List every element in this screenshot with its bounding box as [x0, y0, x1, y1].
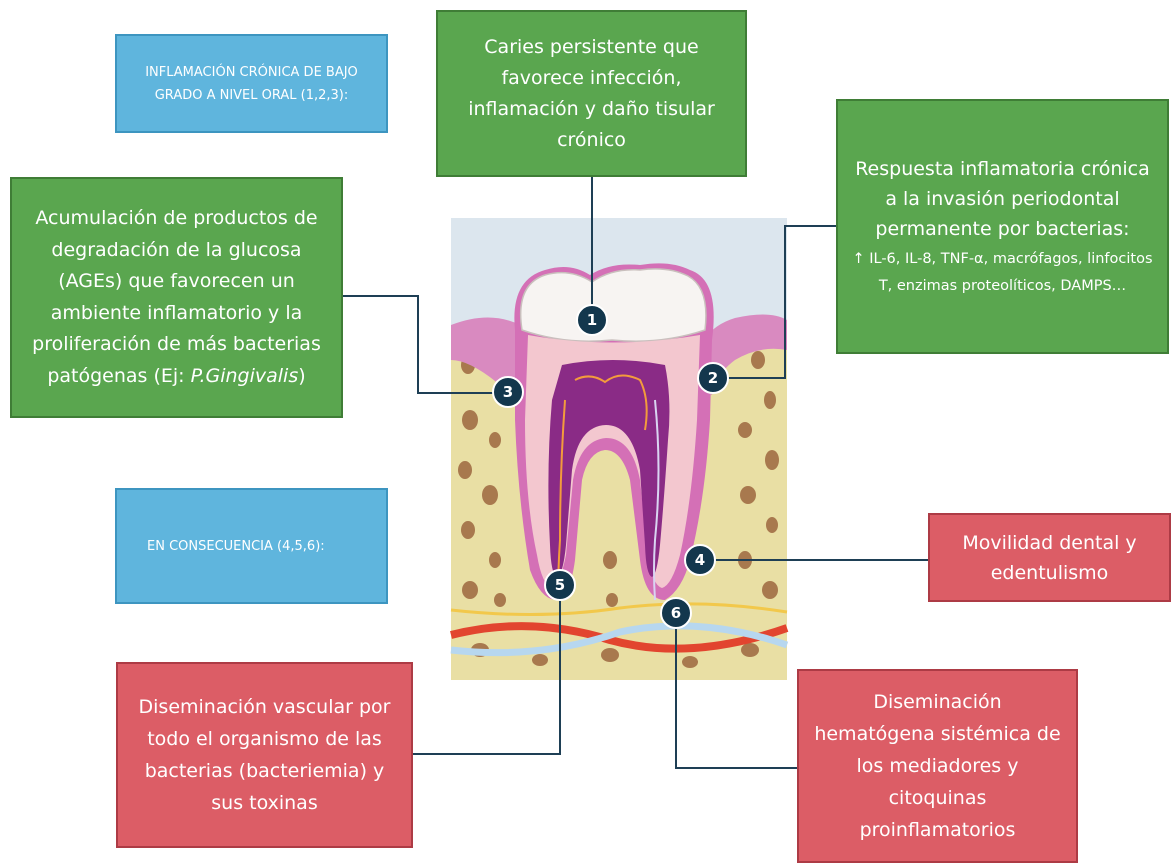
- ages-box: Acumulación de productos de degradación …: [10, 177, 343, 418]
- ages-close: ): [298, 365, 305, 387]
- ages-italic: P.Gingivalis: [191, 365, 299, 387]
- caries-box: Caries persistente que favorece infecció…: [436, 10, 747, 177]
- marker-1: 1: [576, 304, 608, 336]
- tooth-mobility-text: Movilidad dental y edentulismo: [940, 528, 1159, 588]
- marker-3: 3: [492, 376, 524, 408]
- periodontal-response-detail: ↑ IL-6, IL-8, TNF-α, macrófagos, linfoci…: [852, 246, 1153, 300]
- marker-4: 4: [684, 544, 716, 576]
- heading-oral-inflammation: INFLAMACIÓN CRÓNICA DE BAJO GRADO A NIVE…: [115, 34, 388, 133]
- vascular-dissemination-box: Diseminación vascular por todo el organi…: [116, 662, 413, 848]
- periodontal-response-box: Respuesta inflamatoria crónica a la inva…: [836, 99, 1169, 354]
- ages-text: Acumulación de productos de degradación …: [32, 207, 321, 387]
- hematogenous-dissemination-text: Diseminación hematógena sistémica de los…: [811, 686, 1064, 846]
- heading-consequence-text: EN CONSECUENCIA (4,5,6):: [147, 539, 325, 554]
- hematogenous-dissemination-box: Diseminación hematógena sistémica de los…: [797, 669, 1078, 863]
- heading-consequence: EN CONSECUENCIA (4,5,6):: [115, 488, 388, 604]
- caries-text: Caries persistente que favorece infecció…: [458, 32, 725, 156]
- marker-5: 5: [544, 569, 576, 601]
- marker-2: 2: [697, 362, 729, 394]
- marker-6: 6: [660, 597, 692, 629]
- tooth-mobility-box: Movilidad dental y edentulismo: [928, 513, 1171, 602]
- heading-oral-inflammation-text: INFLAMACIÓN CRÓNICA DE BAJO GRADO A NIVE…: [133, 61, 370, 107]
- enamel-crown: [521, 269, 706, 341]
- periodontal-response-title: Respuesta inflamatoria crónica a la inva…: [852, 154, 1153, 244]
- vascular-dissemination-text: Diseminación vascular por todo el organi…: [134, 691, 395, 819]
